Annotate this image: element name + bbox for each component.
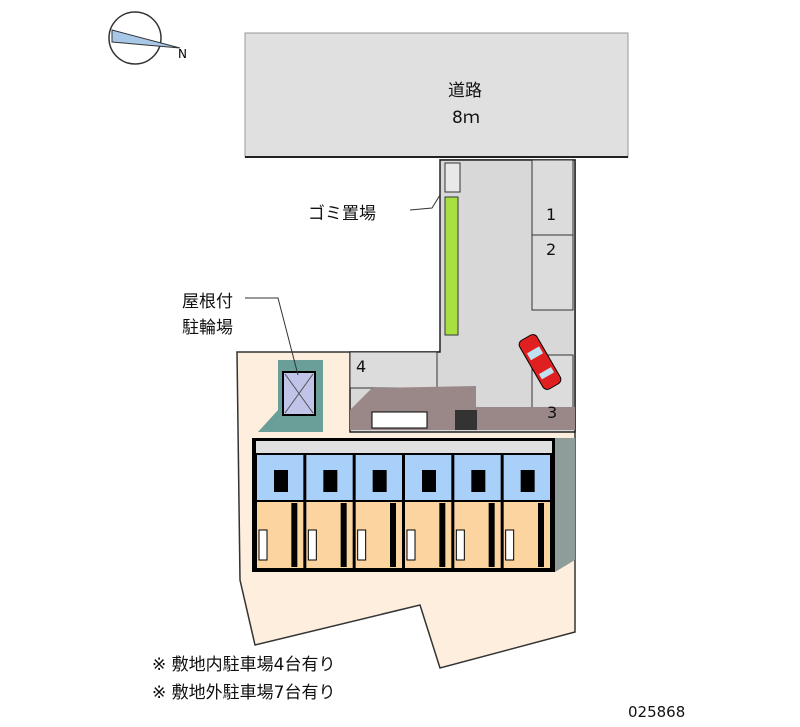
apartment-unit xyxy=(306,455,353,568)
car-icon xyxy=(518,334,562,390)
parking-label-2: 2 xyxy=(546,240,557,259)
apartment-unit xyxy=(454,455,501,568)
bike-label-2: 駐輪場 xyxy=(182,318,233,338)
parking-label-1: 1 xyxy=(546,205,557,224)
road-width: 8ｍ xyxy=(452,108,480,128)
note-offsite-parking: ※ 敷地外駐車場7台有り xyxy=(152,683,336,703)
apartment-unit xyxy=(503,455,550,568)
apartment-unit xyxy=(257,455,304,568)
parking-label-3: 3 xyxy=(547,403,558,422)
compass-icon: N xyxy=(108,11,187,65)
apartment-unit xyxy=(405,455,452,568)
garbage-area xyxy=(444,162,461,193)
note-onsite-parking: ※ 敷地内駐車場4台有り xyxy=(152,655,336,675)
parking-space-4 xyxy=(349,351,438,389)
road xyxy=(244,32,629,158)
property-code: 025868 xyxy=(628,703,686,721)
svg-text:N: N xyxy=(178,47,187,61)
apartment-unit xyxy=(355,455,402,568)
parking-label-4: 4 xyxy=(356,357,367,376)
green-strip xyxy=(444,196,459,336)
garbage-label: ゴミ置場 xyxy=(308,204,376,224)
road-name: 道路 xyxy=(448,81,482,101)
bike-label-1: 屋根付 xyxy=(182,292,233,312)
parking-space-2 xyxy=(531,234,574,311)
